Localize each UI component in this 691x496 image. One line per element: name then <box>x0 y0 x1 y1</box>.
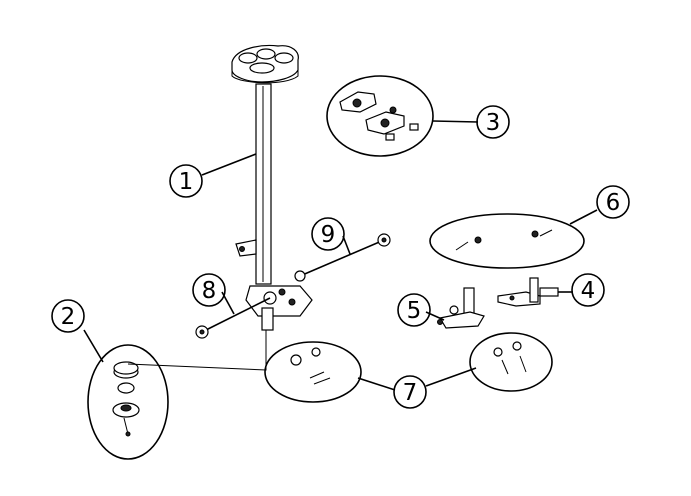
left-bracket-part <box>437 287 485 329</box>
left-rod-part <box>195 297 271 339</box>
callout-leaders <box>83 120 598 391</box>
right-rod-part <box>294 233 391 282</box>
callout-5-label: 5 <box>407 298 422 324</box>
leader-2-stem <box>127 330 267 371</box>
callout-3-label: 3 <box>486 110 501 136</box>
callout-8: 8 <box>192 273 226 307</box>
callout-7-label: 7 <box>403 380 418 406</box>
callout-6-label: 6 <box>606 190 621 216</box>
callout-3: 3 <box>476 105 510 139</box>
callout-8-label: 8 <box>202 278 217 304</box>
handlebar-holder-part <box>326 75 434 157</box>
callout-5: 5 <box>397 293 431 327</box>
callout-2: 2 <box>51 299 85 333</box>
callout-9: 9 <box>311 217 345 251</box>
steering-stem-part <box>231 44 313 331</box>
right-bracket-part <box>497 277 559 307</box>
callout-1-label: 1 <box>179 169 194 195</box>
callout-2-label: 2 <box>61 304 76 330</box>
callout-4-label: 4 <box>581 278 596 304</box>
callout-1: 1 <box>169 164 203 198</box>
fastener-set-part <box>264 332 553 403</box>
callout-6: 6 <box>596 185 630 219</box>
callout-7: 7 <box>393 375 427 409</box>
callout-4: 4 <box>571 273 605 307</box>
bearing-set-part <box>87 344 169 460</box>
callout-9-label: 9 <box>321 222 336 248</box>
bolt-set-part <box>429 213 585 269</box>
